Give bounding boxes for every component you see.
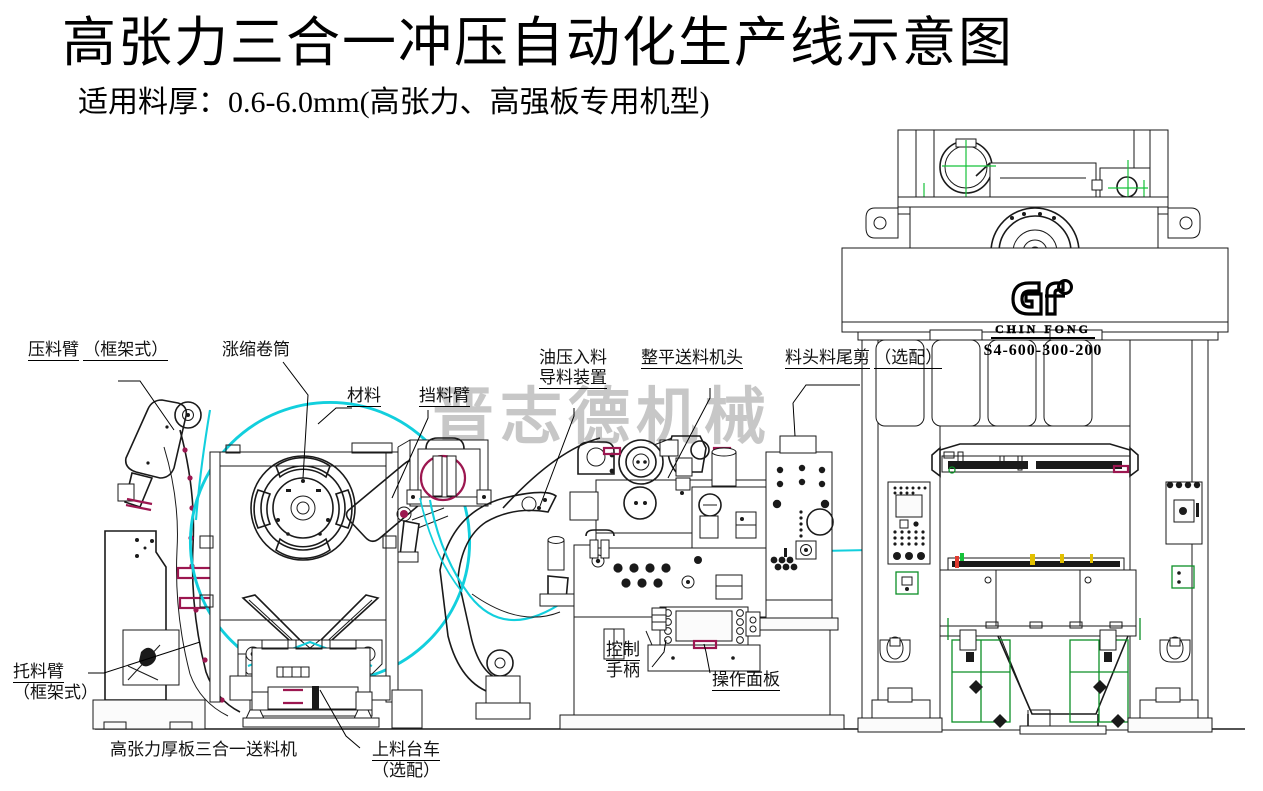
label-expanding-mandrel: 涨缩卷筒 bbox=[222, 340, 290, 360]
label-operation-panel: 操作面板 bbox=[712, 670, 780, 691]
pressure-arm-assembly bbox=[92, 399, 241, 730]
label-operation-panel-line1: 操作面板 bbox=[712, 670, 780, 691]
label-head-tail-shear-line2: （选配） bbox=[874, 348, 943, 369]
label-stopper-arm-line1: 挡料臂 bbox=[419, 386, 470, 407]
roller-row-upper bbox=[613, 563, 671, 573]
label-support-arm-line2: （框架式） bbox=[13, 683, 98, 702]
label-three-in-one-feeder: 高张力厚板三合一送料机 bbox=[110, 740, 297, 760]
press-machine bbox=[841, 129, 1229, 735]
head-tail-shear-unit bbox=[759, 435, 839, 631]
label-control-handle: 控制 手柄 bbox=[606, 640, 640, 681]
label-material: 材料 bbox=[347, 386, 381, 407]
label-pressure-arm-line1: 压料臂 bbox=[28, 340, 79, 361]
label-support-arm: 托料臂 （框架式） bbox=[13, 662, 98, 703]
stopper-arm-assembly bbox=[345, 437, 558, 720]
page-title: 高张力三合一冲压自动化生产线示意图 bbox=[62, 13, 1014, 73]
press-brand-name: CHIN FONG bbox=[991, 322, 1095, 339]
label-hydraulic-feed-guide-line1: 油压入料 bbox=[539, 348, 607, 367]
operation-panel-assembly bbox=[645, 606, 761, 672]
label-support-arm-line1: 托料臂 bbox=[13, 662, 64, 683]
label-loading-trolley-line1: 上料台车 bbox=[372, 740, 440, 761]
press-brand-plate: CHIN FONG S4-600-300-200 bbox=[968, 278, 1118, 360]
label-three-in-one-feeder-line1: 高张力厚板三合一送料机 bbox=[110, 740, 297, 759]
label-leveler-feeder-head-line1: 整平送料机头 bbox=[641, 348, 743, 369]
label-leveler-feeder-head: 整平送料机头 bbox=[641, 348, 743, 369]
press-model-number: S4-600-300-200 bbox=[983, 342, 1103, 359]
label-head-tail-shear: 料头料尾剪 （选配） bbox=[785, 348, 943, 369]
label-head-tail-shear-line1: 料头料尾剪 bbox=[785, 348, 870, 369]
label-control-handle-line1: 控制 bbox=[606, 640, 640, 661]
roller-row-lower bbox=[621, 578, 663, 588]
label-pressure-arm-line2: （框架式） bbox=[83, 340, 169, 361]
label-control-handle-line2: 手柄 bbox=[606, 661, 640, 680]
chin-fong-logo-icon bbox=[1011, 279, 1073, 316]
label-loading-trolley-line2: （选配） bbox=[372, 761, 440, 780]
leader-lines bbox=[88, 361, 860, 749]
label-loading-trolley: 上料台车 （选配） bbox=[372, 740, 440, 781]
label-hydraulic-feed-guide: 油压入料 导料装置 bbox=[539, 348, 607, 389]
page-subtitle: 适用料厚：0.6-6.0mm(高张力、高强板专用机型) bbox=[78, 86, 710, 119]
label-expanding-mandrel-line1: 涨缩卷筒 bbox=[222, 340, 290, 359]
label-stopper-arm: 挡料臂 bbox=[419, 386, 470, 407]
label-material-line1: 材料 bbox=[347, 386, 381, 407]
label-pressure-arm: 压料臂 （框架式） bbox=[28, 340, 169, 361]
label-hydraulic-feed-guide-line2: 导料装置 bbox=[539, 368, 607, 389]
loading-trolley bbox=[242, 639, 423, 729]
